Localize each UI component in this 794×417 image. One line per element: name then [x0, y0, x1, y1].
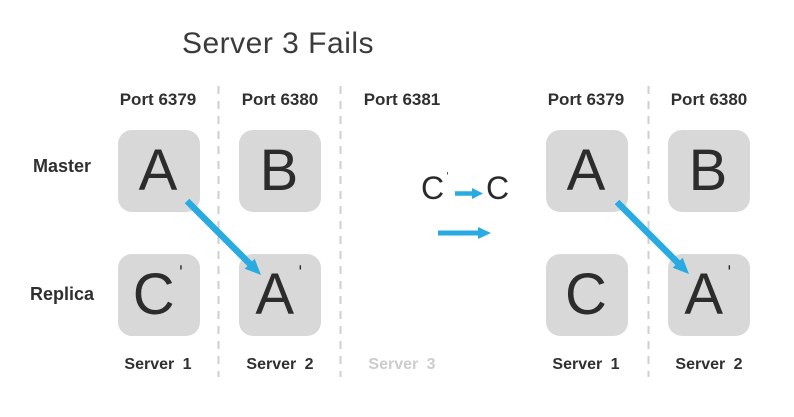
- node-label-a: A: [566, 138, 606, 203]
- transition-from-label: Cˈ: [421, 170, 451, 206]
- node-box-left-master-b: B: [239, 130, 321, 212]
- node-box-left-master-a: A: [118, 130, 200, 212]
- node-box-left-replica-a-prime: Aˈ: [239, 254, 321, 336]
- server-label-left-2: Server 2: [246, 356, 314, 373]
- port-label-left-6381: Port 6381: [363, 90, 441, 109]
- node-label-a-prime: Aˈ: [255, 260, 305, 327]
- node-box-left-replica-c-prime: Cˈ: [118, 254, 200, 336]
- node-box-right-replica-c: C: [546, 254, 628, 336]
- server-label-left-3-failed: Server 3: [368, 356, 436, 373]
- row-label-replica: Replica: [30, 284, 95, 304]
- node-label-b: B: [688, 138, 728, 203]
- port-label-left-6380: Port 6380: [241, 90, 319, 109]
- row-label-master: Master: [33, 156, 92, 176]
- node-label-c: C: [565, 262, 607, 327]
- transition-to-label: C: [486, 170, 510, 206]
- node-box-right-master-a: A: [546, 130, 628, 212]
- transition-arrow-small: [455, 188, 483, 199]
- node-label-a-prime: Aˈ: [684, 260, 734, 327]
- node-box-right-replica-a-prime: Aˈ: [668, 254, 750, 336]
- transition-arrow-long: [438, 227, 491, 239]
- node-label-c-prime: Cˈ: [132, 260, 186, 327]
- port-label-right-6380: Port 6380: [670, 90, 748, 109]
- node-label-b: B: [259, 138, 299, 203]
- diagram-title: Server 3 Fails: [181, 27, 375, 60]
- server-label-right-1: Server 1: [552, 356, 620, 373]
- server-label-left-1: Server 1: [124, 356, 192, 373]
- node-box-right-master-b: B: [668, 130, 750, 212]
- port-label-left-6379: Port 6379: [119, 90, 197, 109]
- server-label-right-2: Server 2: [675, 356, 743, 373]
- port-label-right-6379: Port 6379: [547, 90, 625, 109]
- node-label-a: A: [138, 138, 178, 203]
